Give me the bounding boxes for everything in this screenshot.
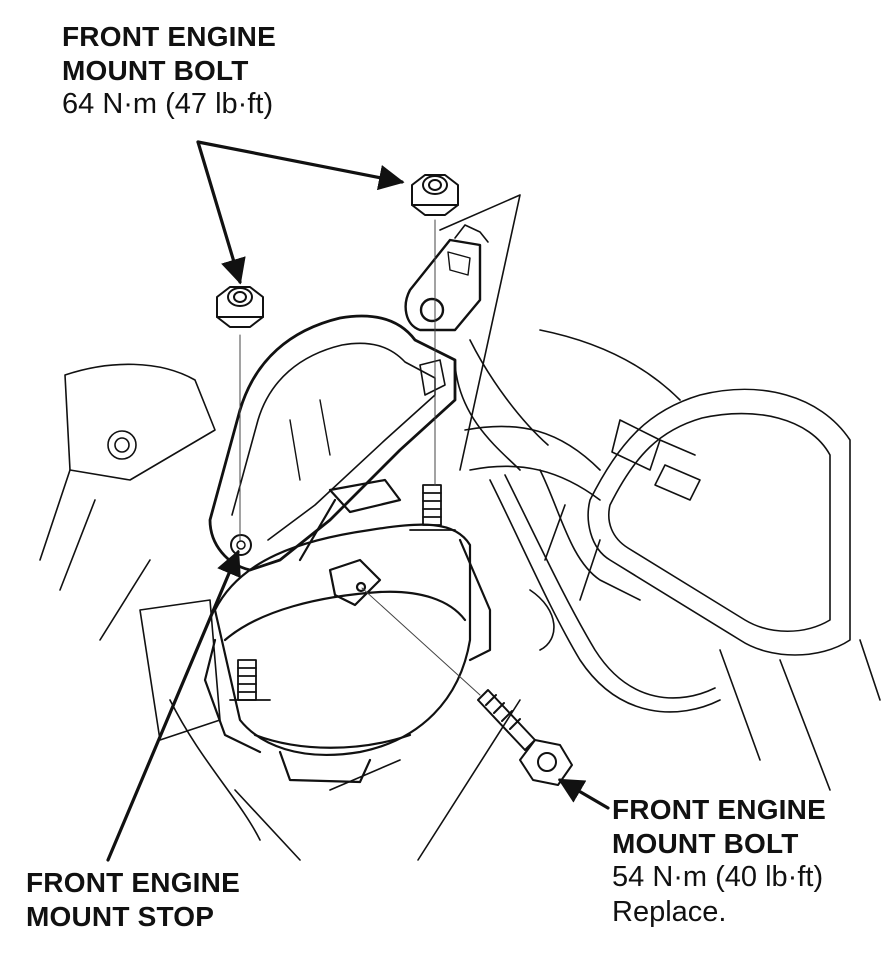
top-nut-left [216, 286, 264, 328]
top-bolt-title-line2: MOUNT BOLT [62, 54, 249, 86]
arrow-side-bolt [557, 778, 610, 810]
lower-stud [229, 659, 271, 701]
alignment-lines [239, 219, 481, 696]
top-bolt-callout: FRONT ENGINE MOUNT BOLT 64 N·m (47 lb·ft… [62, 20, 276, 122]
side-mount-bolt [477, 689, 573, 786]
arrow-mount-stop [106, 549, 241, 862]
side-bolt-torque: 54 N·m (40 lb·ft) [612, 861, 824, 894]
side-bolt-callout: FRONT ENGINE MOUNT BOLT 54 N·m (40 lb·ft… [612, 793, 826, 930]
top-bolt-title-line1: FRONT ENGINE [62, 21, 276, 52]
top-bolt-torque: 64 N·m (47 lb·ft) [62, 88, 274, 121]
mount-stop-title-line1: FRONT ENGINE [26, 867, 240, 898]
engine-mount-stop [208, 314, 457, 572]
upper-stud [409, 484, 456, 531]
engine-background [39, 194, 881, 861]
engine-mount-body [203, 478, 492, 784]
side-bolt-title-line2: MOUNT BOLT [612, 827, 799, 859]
arrow-top-bolt-right [196, 140, 405, 191]
side-bolt-title-line1: FRONT ENGINE [612, 794, 826, 825]
mount-stop-callout: FRONT ENGINE MOUNT STOP [26, 866, 240, 933]
side-bolt-note: Replace. [612, 895, 727, 928]
mount-stop-title-line2: MOUNT STOP [26, 900, 215, 932]
arrow-top-bolt-left [196, 140, 246, 285]
small-bracket [404, 224, 489, 332]
top-nut-right [411, 174, 459, 216]
